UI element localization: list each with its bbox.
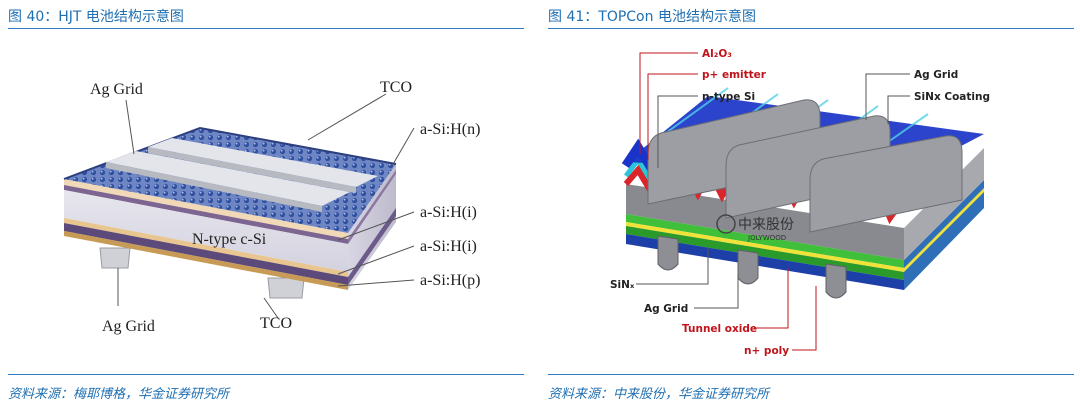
topcon-logo-subtext: JOLYWOOD <box>747 234 786 242</box>
hjt-label-tco-bottom: TCO <box>260 315 292 332</box>
figure-40-top-rule <box>8 28 524 29</box>
figure-40-title: 图 40：HJT 电池结构示意图 <box>8 9 184 25</box>
topcon-n-type-body <box>626 184 904 260</box>
topcon-bottom-fingers <box>657 235 847 299</box>
topcon-label-ag-grid-bottom: Ag Grid <box>644 303 688 315</box>
hjt-label-tco-top: TCO <box>380 79 412 96</box>
topcon-diagram: 中来股份 JOLYWOOD Al₂O₃ p+ emitter n-type Si… <box>548 36 1074 370</box>
hjt-label-ag-grid-bottom: Ag Grid <box>102 318 155 335</box>
hjt-label-n-type-c-si: N-type c-Si <box>192 231 267 248</box>
topcon-label-tunnel-oxide: Tunnel oxide <box>682 323 757 335</box>
topcon-label-ag-grid-top: Ag Grid <box>914 69 958 81</box>
topcon-label-al2o3: Al₂O₃ <box>702 48 732 60</box>
hjt-label-a-si-h-n: a-Si:H(n) <box>420 121 480 138</box>
hjt-label-a-si-h-i-top: a-Si:H(i) <box>420 204 477 221</box>
topcon-label-n-type-si: n-type Si <box>702 91 755 103</box>
topcon-leader-lines <box>636 52 910 351</box>
topcon-label-sinx-bottom: SiNₓ <box>610 279 635 291</box>
figure-41-top-rule <box>548 28 1074 29</box>
topcon-label-sinx-coating: SiNx Coating <box>914 91 990 103</box>
topcon-top-fingers <box>647 99 963 233</box>
hjt-diagram: Ag Grid TCO a-Si:H(n) a-Si:H(i) N-type c… <box>8 36 524 370</box>
hjt-label-a-si-h-i-bottom: a-Si:H(i) <box>420 238 477 255</box>
hjt-top-busbars <box>106 138 378 212</box>
topcon-side-bottom <box>904 180 984 290</box>
figure-40-source: 资料来源：梅耶博格，华金证券研究所 <box>8 387 230 402</box>
hjt-leader-lines <box>117 93 415 319</box>
hjt-front-layers <box>64 179 348 290</box>
hjt-label-a-si-h-p: a-Si:H(p) <box>420 272 480 289</box>
topcon-label-n-poly: n+ poly <box>744 345 789 357</box>
figure-40-bottom-rule <box>8 374 524 375</box>
hjt-label-ag-grid-top: Ag Grid <box>90 81 143 98</box>
topcon-logo-watermark: 中来股份 JOLYWOOD <box>716 214 794 242</box>
figure-41-title: 图 41：TOPCon 电池结构示意图 <box>548 9 756 25</box>
topcon-logo-text: 中来股份 <box>738 217 794 233</box>
topcon-label-p-emitter: p+ emitter <box>702 69 767 81</box>
figure-41-bottom-rule <box>548 374 1074 375</box>
figure-41-source: 资料来源：中来股份，华金证券研究所 <box>548 387 770 402</box>
